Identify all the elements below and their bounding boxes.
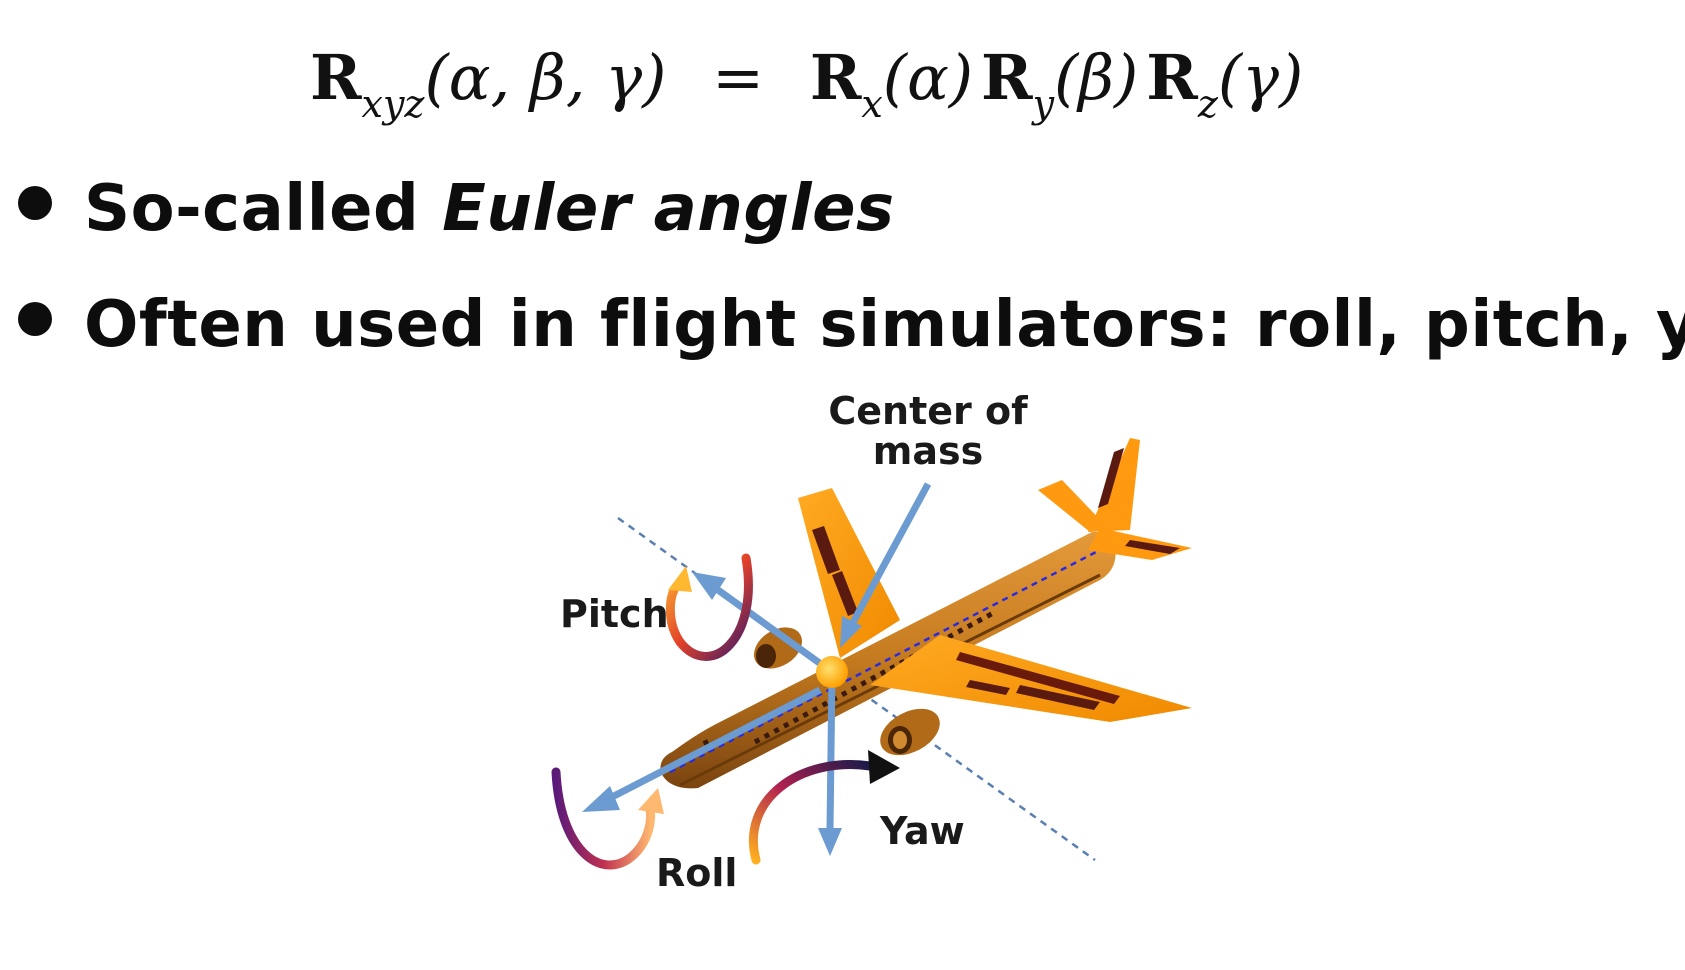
pitch-axis-arrow xyxy=(715,587,835,675)
formula-rz-matrix: R xyxy=(1146,41,1198,114)
yaw-rotation-arc xyxy=(748,760,875,865)
formula-ry-arg: (β) xyxy=(1054,41,1139,114)
bullet-emphasis: Euler angles xyxy=(442,172,895,246)
lower-wing xyxy=(870,635,1192,722)
near-engine xyxy=(880,708,940,756)
roll-axis-dashed xyxy=(669,548,1101,774)
formula-lhs-subscript: xyz xyxy=(361,82,425,126)
formula-rx-subscript: x xyxy=(861,82,883,126)
bullet-text: So-called xyxy=(84,172,443,246)
roll-rotation-arc xyxy=(551,767,656,870)
formula-rx-arg: (α) xyxy=(882,41,974,114)
yaw-label: Yaw xyxy=(879,809,965,853)
formula-ry-subscript: y xyxy=(1032,82,1055,126)
airplane-rotation-diagram: Center of mass Pitch Roll Yaw xyxy=(551,389,1192,895)
center-of-mass-pointer-head xyxy=(840,616,862,648)
formula-lhs-matrix: R xyxy=(310,41,362,114)
formula-lhs-args: (α, β, γ) xyxy=(424,41,667,114)
bullet-text: Often used in flight simulators: roll, p… xyxy=(84,288,1685,362)
bullet-euler-angles: So-called Euler angles xyxy=(18,172,895,246)
roll-arrow-head xyxy=(582,786,620,812)
horizontal-stabilizer xyxy=(1088,528,1192,560)
formula-ry-matrix: R xyxy=(981,41,1033,114)
formula-rz-arg: (γ) xyxy=(1217,41,1304,114)
upper-wing xyxy=(798,488,900,658)
roll-rotation-arrow-head xyxy=(638,788,664,814)
bullet-dot xyxy=(18,302,52,336)
yaw-rotation-arrow-head xyxy=(868,750,900,784)
pitch-rotation-arrow-head xyxy=(668,566,692,592)
yaw-axis-arrow xyxy=(826,671,836,831)
yaw-arrow-head xyxy=(818,828,842,856)
vertical-tail xyxy=(1038,438,1140,532)
formula-rx-matrix: R xyxy=(809,41,862,114)
roll-axis-arrow xyxy=(608,686,822,802)
formula-equals: = xyxy=(712,41,765,114)
center-of-mass-label-line1: Center of xyxy=(828,389,1028,433)
center-of-mass-pointer xyxy=(846,482,932,630)
center-of-mass-label-line2: mass xyxy=(873,429,983,473)
pitch-label: Pitch xyxy=(560,592,669,636)
roll-label: Roll xyxy=(656,851,737,895)
pitch-arrow-head xyxy=(692,572,726,600)
rotation-formula: Rxyz(α, β, γ) = Rx(α)Ry(β)Rz(γ) xyxy=(310,28,1470,128)
formula-rz-subscript: z xyxy=(1197,82,1218,126)
bullet-flight-simulators: Often used in flight simulators: roll, p… xyxy=(18,288,1685,362)
center-of-mass-dot xyxy=(816,656,848,688)
pitch-rotation-arc xyxy=(665,553,753,661)
bullet-dot xyxy=(18,186,52,220)
